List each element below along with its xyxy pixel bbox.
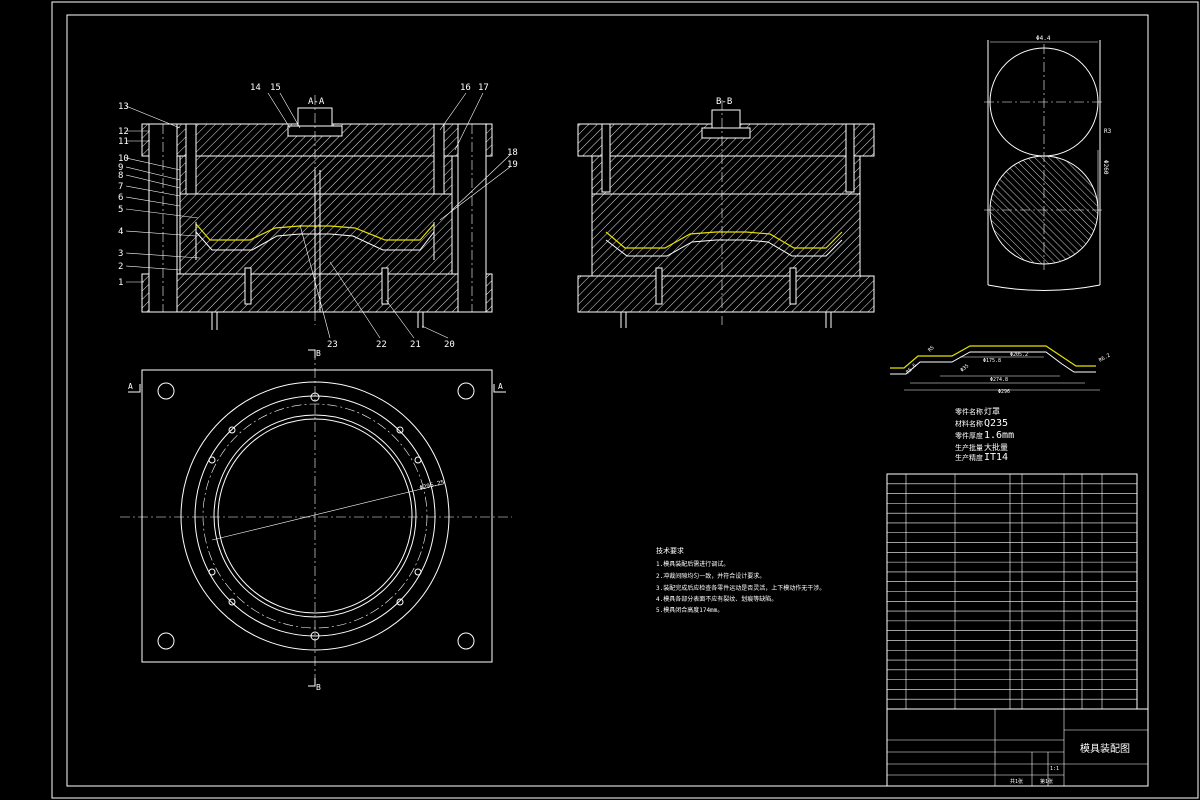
callout-1: 1 — [118, 278, 123, 288]
callout-18: 18 — [507, 148, 518, 158]
workpiece-name-value: 灯罩 — [984, 406, 1000, 416]
title-block-sheet-no: 第1张 — [1040, 778, 1053, 785]
cut-a-right-label: A — [498, 382, 503, 391]
callout-14: 14 — [250, 83, 261, 93]
cut-a-left-label: A — [128, 382, 133, 391]
callouts-aa — [125, 92, 511, 339]
workpiece-info: 零件名称 灯罩 材料名称 Q235 零件厚度 1.6mm 生产批量 大批量 生产… — [955, 406, 1014, 463]
callout-23: 23 — [327, 340, 338, 350]
profile-dim-4: Φ296 — [998, 389, 1010, 395]
workpiece-thickness-value: 1.6mm — [984, 430, 1014, 441]
callout-5: 5 — [118, 205, 123, 215]
workpiece-material-label: 材料名称 — [955, 419, 983, 428]
section-aa-view — [141, 95, 493, 330]
callout-19: 19 — [507, 160, 518, 170]
workpiece-thickness-label: 零件厚度 — [955, 431, 983, 440]
callout-8: 8 — [118, 171, 123, 181]
workpiece-batch-value: 大批量 — [984, 442, 1008, 452]
blank-side-dim-2: Φ260 — [1102, 160, 1109, 175]
tech-notes-heading: 技术要求 — [656, 546, 684, 555]
section-bb-view — [577, 100, 875, 328]
profile-dim-1: Φ205.2 — [1010, 352, 1028, 358]
blank-top-dim: Φ4.4 — [1036, 35, 1051, 42]
callout-16: 16 — [460, 83, 471, 93]
callout-15: 15 — [270, 83, 281, 93]
cut-b-top-label: B — [316, 349, 321, 358]
tech-note-2: 2.冲裁间隙均匀一致，并符合设计要求。 — [656, 572, 765, 580]
callout-21: 21 — [410, 340, 421, 350]
blank-detail-view — [984, 40, 1104, 291]
part-profile-view — [890, 345, 1100, 391]
title-block-sheet: 共1张 — [1010, 778, 1023, 785]
profile-dim-3: Φ274.8 — [990, 377, 1008, 383]
callout-12: 12 — [118, 127, 129, 137]
profile-dim-0: R5 — [927, 345, 936, 354]
profile-dim-6: Φ35 — [959, 363, 970, 373]
callout-2: 2 — [118, 262, 123, 272]
profile-dim-2: Φ175.8 — [983, 358, 1001, 364]
callout-13: 13 — [118, 102, 129, 112]
callout-17: 17 — [478, 83, 489, 93]
workpiece-name-label: 零件名称 — [955, 407, 983, 416]
section-bb-label: B-B — [716, 97, 732, 107]
tech-note-4: 4.模具各部分表面不应有裂纹、划痕等缺陷。 — [656, 595, 777, 603]
workpiece-precision-label: 生产精度 — [955, 453, 983, 462]
inner-frame — [66, 14, 1149, 787]
callout-6: 6 — [118, 193, 123, 203]
title-block-name: 模具装配图 — [1080, 742, 1130, 755]
workpiece-precision-value: IT14 — [984, 452, 1008, 463]
workpiece-material-value: Q235 — [984, 418, 1008, 429]
outer-frame — [51, 1, 1199, 799]
cut-b-bottom-label: B — [316, 683, 321, 692]
callout-22: 22 — [376, 340, 387, 350]
tech-note-3: 3.装配完成后应检查各零件运动是否灵活，上下模动作无干涉。 — [656, 584, 825, 592]
section-aa-label: A-A — [308, 97, 325, 107]
profile-dim-7: R6.2 — [1098, 353, 1111, 364]
tech-note-1: 1.模具装配后需进行调试。 — [656, 560, 729, 568]
callout-10: 10 — [118, 154, 129, 164]
technical-notes: 技术要求 1.模具装配后需进行调试。 2.冲裁间隙均匀一致，并符合设计要求。 3… — [656, 546, 825, 614]
callout-9: 9 — [118, 163, 123, 173]
plan-view — [120, 349, 512, 687]
tech-note-5: 5.模具闭合高度174mm。 — [656, 606, 723, 614]
callout-7: 7 — [118, 182, 123, 192]
workpiece-batch-label: 生产批量 — [955, 443, 983, 452]
callout-20: 20 — [444, 340, 455, 350]
title-block — [886, 708, 1149, 787]
title-block-scale: 1:1 — [1050, 766, 1059, 772]
callout-4: 4 — [118, 227, 123, 237]
bom-table — [886, 473, 1138, 710]
blank-side-dim-1: R3 — [1104, 128, 1112, 135]
callout-3: 3 — [118, 249, 123, 259]
callout-11: 11 — [118, 137, 129, 147]
